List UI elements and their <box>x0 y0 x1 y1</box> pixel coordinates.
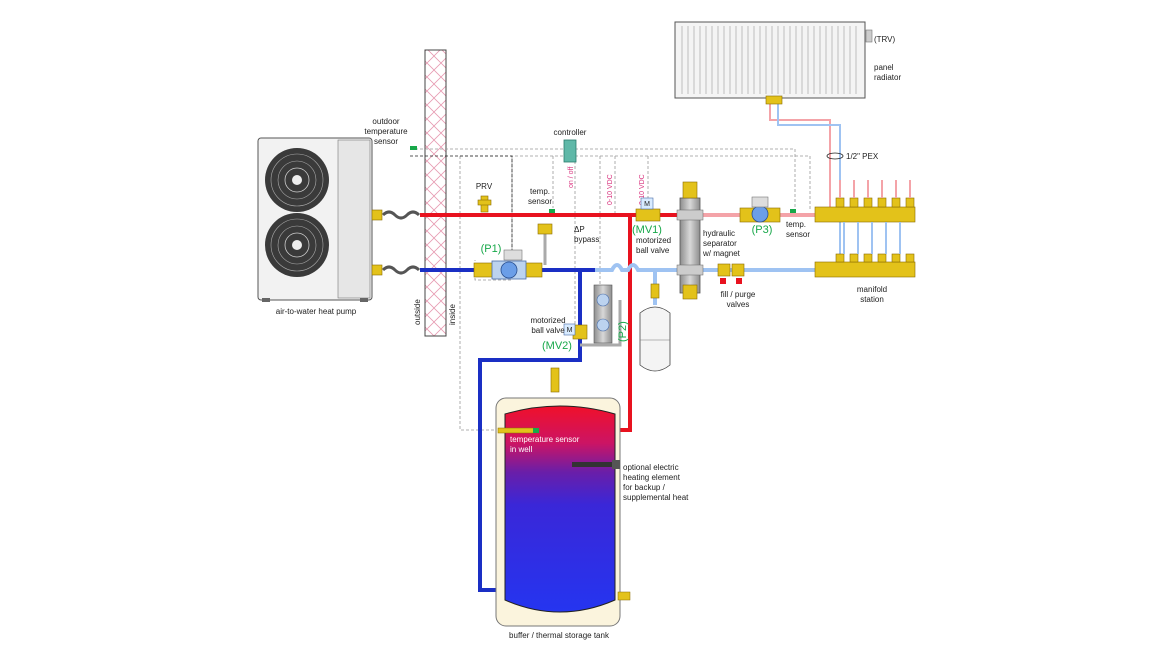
hyd-sep-label-1: hydraulic <box>703 229 735 238</box>
temp-sensor-2-label-2: sensor <box>786 230 810 239</box>
mv1-valve: M (MV1) motorized ball valve <box>632 197 671 255</box>
drain-valve-icon <box>617 591 631 601</box>
exterior-wall <box>424 49 447 337</box>
mv2-desc-1: motorized <box>530 316 565 325</box>
radiator-pex <box>769 100 841 270</box>
heater-label-3: for backup / <box>623 483 666 492</box>
hyd-sep-label-2: separator <box>703 239 737 248</box>
air-vent-icon <box>550 367 560 393</box>
fill-purge-label-2: valves <box>727 300 750 309</box>
radiator-label-1: panel <box>874 63 894 72</box>
inside-label: inside <box>448 304 457 325</box>
outdoor-sensor-wire <box>410 155 513 250</box>
heater-label-2: heating element <box>623 473 681 482</box>
heating-element-icon <box>572 462 616 467</box>
heat-pump: air-to-water heat pump <box>257 137 373 316</box>
heat-pump-label: air-to-water heat pump <box>276 307 357 316</box>
flex-connectors <box>371 209 421 276</box>
heater-label-1: optional electric <box>623 463 679 472</box>
signal-vdc-1: 0-10 VDC <box>607 174 614 205</box>
p1-label: (P1) <box>481 243 502 255</box>
prv-label: PRV <box>476 182 493 191</box>
outdoor-sensor-label-1: outdoor <box>372 117 399 126</box>
dp-bypass-label-1: ΔP <box>574 225 585 234</box>
tank-sensor-label-2: in well <box>510 445 532 454</box>
svg-text:M: M <box>567 327 573 334</box>
mv1-desc-2: ball valve <box>636 246 670 255</box>
signal-on-off: on / off <box>568 167 575 188</box>
svg-text:M: M <box>644 201 650 208</box>
mv2-label: (MV2) <box>542 340 572 352</box>
buffer-tank: temperature sensor in well buffer / ther… <box>495 367 631 640</box>
fill-purge-valves: fill / purge valves <box>717 263 756 309</box>
fan-bottom <box>265 213 329 277</box>
hydraulic-separator: hydraulic separator w/ magnet <box>676 181 741 300</box>
mv2-desc-2: ball valve <box>531 326 565 335</box>
heater-labels: optional electric heating element for ba… <box>623 463 689 502</box>
sensor-well-icon <box>497 427 535 434</box>
p2-pump-assembly: (P2) <box>593 284 629 344</box>
outside-label: outside <box>413 299 422 325</box>
temp-sensor-1-label-2: sensor <box>528 197 552 206</box>
pressure-relief-valve: PRV <box>476 182 493 213</box>
temp-sensor-2-label-1: temp. <box>786 220 806 229</box>
signal-vdc-2: 0-10 VDC <box>639 174 646 205</box>
manifold-label-1: manifold <box>857 285 887 294</box>
temp-sensor-1: temp. sensor <box>528 187 555 213</box>
manifold-label-2: station <box>860 295 884 304</box>
hyd-sep-label-3: w/ magnet <box>702 249 741 258</box>
tank-label: buffer / thermal storage tank <box>509 631 610 640</box>
p3-pump: (P3) <box>739 196 781 236</box>
fan-top <box>265 148 329 212</box>
controller-label: controller <box>554 128 587 137</box>
outdoor-sensor-label-2: temperature <box>364 127 408 136</box>
pex-marker: 1/2" PEX <box>826 152 879 161</box>
pex-label: 1/2" PEX <box>846 152 879 161</box>
mv1-desc-1: motorized <box>636 236 671 245</box>
mv1-label: (MV1) <box>632 224 662 236</box>
temp-sensor-1-label-1: temp. <box>530 187 550 196</box>
outdoor-sensor: outdoor temperature sensor <box>364 117 417 150</box>
radiator-label-2: radiator <box>874 73 901 82</box>
trv-label: (TRV) <box>874 35 896 44</box>
mv2-valve: M motorized ball valve (MV2) <box>530 316 588 352</box>
dp-bypass-label-2: bypass <box>574 235 599 244</box>
temp-sensor-2: temp. sensor <box>786 209 810 239</box>
p2-label: (P2) <box>617 321 629 342</box>
dp-bypass-valve: ΔP bypass <box>537 223 599 244</box>
expansion-tank <box>639 283 671 372</box>
p3-label: (P3) <box>752 224 773 236</box>
heater-label-4: supplemental heat <box>623 493 689 502</box>
p1-pump: (P1) <box>473 243 543 280</box>
outdoor-sensor-label-3: sensor <box>374 137 398 146</box>
fill-purge-label-1: fill / purge <box>721 290 756 299</box>
panel-radiator: (TRV) panel radiator <box>674 21 901 105</box>
controller: controller <box>554 128 587 163</box>
trv-icon <box>865 29 873 43</box>
tank-sensor-label-1: temperature sensor <box>510 435 580 444</box>
manifold-station: manifold station <box>814 180 916 304</box>
